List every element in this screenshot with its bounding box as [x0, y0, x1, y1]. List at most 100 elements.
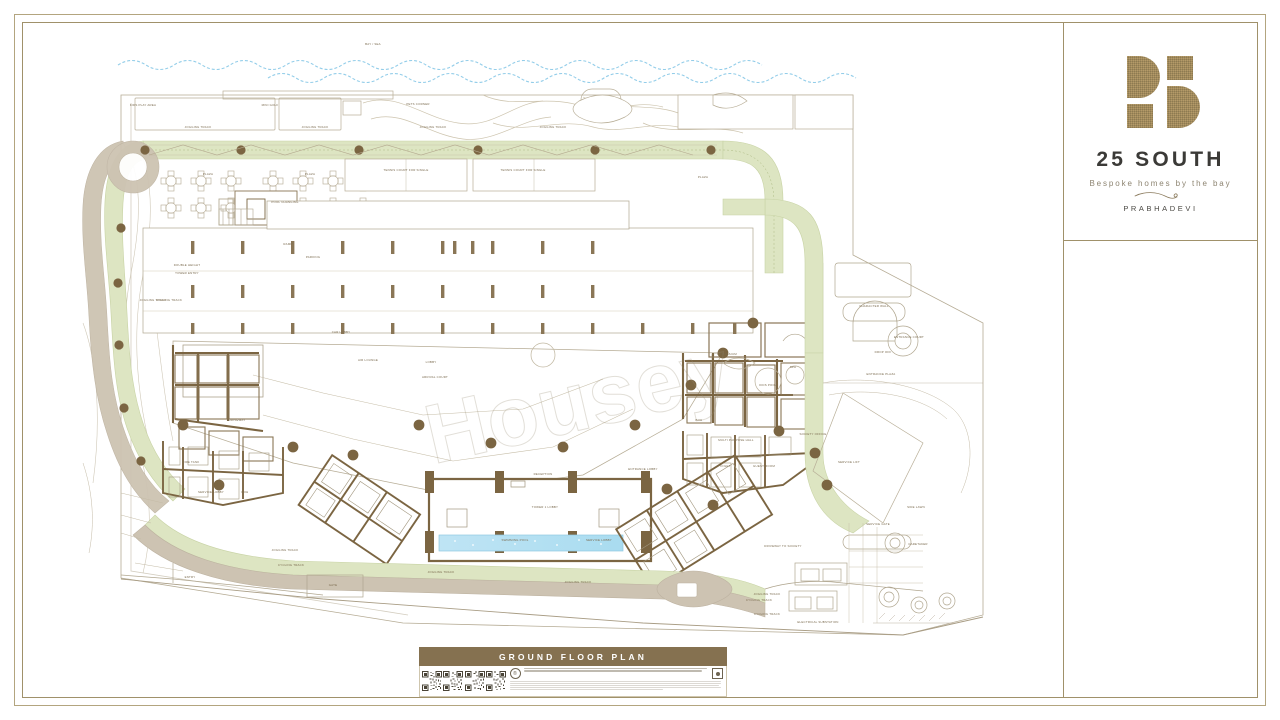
plan-label: RAMP [283, 242, 292, 246]
plan-label: SERVICE LOBBY [586, 538, 612, 542]
plan-label: BOH [242, 490, 249, 494]
brand-name: 25 SOUTH [1096, 147, 1225, 171]
plan-label: SIDE LAWN [907, 505, 925, 509]
plan-label: CYCLING TRACK [156, 298, 182, 302]
plan-label: POOL CHANGING [271, 200, 299, 204]
plan-label: ARRIVAL COURT [422, 375, 448, 379]
track-railing [148, 144, 717, 156]
parking-grid-lines [143, 270, 753, 312]
plan-label: CYCLING TRACK [754, 612, 780, 616]
panel-divider-vertical [1063, 22, 1064, 698]
plan-label: PLAZA [203, 172, 213, 176]
plan-label: TENNIS COURT FOR SINGLE [501, 168, 546, 172]
panel-divider-horizontal [1063, 240, 1258, 241]
title-block: GROUND FLOOR PLAN [419, 647, 727, 697]
qr-marker-icon[interactable] [712, 668, 723, 679]
flourish-divider-icon [1134, 191, 1178, 199]
plan-label: AIR LOUNGE [358, 358, 378, 362]
plan-label: TOWER 1 LOBBY [532, 505, 558, 509]
plan-label: SERVICE GATE [866, 522, 890, 526]
qr-code-icon[interactable] [421, 671, 442, 691]
plan-label: PLAZA [305, 172, 315, 176]
cycling-pod [656, 570, 733, 608]
plan-label: GATE [329, 583, 338, 587]
sheet-border-outer [14, 14, 1266, 706]
qr-code-icon[interactable] [464, 671, 485, 691]
arrival-paving [822, 379, 971, 494]
plan-label: GYMNASIUM [717, 352, 737, 356]
plan-label: TOILET [719, 464, 730, 468]
plan-label: KIDS POOL [759, 383, 777, 387]
wing-southwest-fittings [305, 463, 413, 535]
qr-code-icon[interactable] [443, 671, 463, 691]
plan-label: JOGGING TRACK [754, 592, 781, 596]
structural-column-dots [177, 317, 833, 511]
plan-label: JOGGING TRACK [140, 298, 167, 302]
qr-code-group [420, 666, 508, 696]
plan-label: TOWER ENTRY [175, 271, 199, 275]
plan-label: MINI GOLF [262, 103, 279, 107]
gate-and-boundary [120, 563, 364, 598]
vehicle-ramp [218, 208, 254, 226]
wing-left-rooms [174, 354, 274, 462]
wing-right-fittings [686, 434, 792, 488]
site-boundary [120, 94, 984, 636]
plan-label: CYCLING TRACK [278, 563, 304, 567]
plan-label: BAY / SEA [365, 42, 381, 46]
rera-line: ® [509, 668, 723, 679]
plan-label: SERVICE LOBBY [198, 490, 224, 494]
plan-label: JOGGING TRACK [185, 125, 212, 129]
diamond-lawn [812, 392, 924, 524]
qr-code-icon[interactable] [486, 671, 506, 691]
plan-label: CARETAKER [908, 542, 927, 546]
plan-label: SWIMMING POOL [501, 538, 528, 542]
plan-label: CAR LOBBY [332, 330, 351, 334]
brand-panel: 25 SOUTH Bespoke homes by the bay PRABHA… [1064, 23, 1257, 239]
plan-title: GROUND FLOOR PLAN [419, 647, 727, 666]
wing-left-fittings [168, 446, 270, 500]
plan-label: DOUBLE HEIGHT [174, 263, 200, 267]
sheet-border-inner [22, 22, 1258, 698]
plan-label: ENTRY [185, 575, 196, 579]
wing-left-lower [162, 441, 284, 506]
mini-golf-shape [572, 92, 748, 124]
plan-label: ELECTRICAL SUBSTATION [797, 620, 838, 624]
plan-label: MULTI PURPOSE HALL [718, 438, 754, 442]
plan-label: SOCIETY OFFICE [799, 432, 826, 436]
plan-label: PLAZA [698, 175, 708, 179]
plan-label: PETS CORNER [406, 102, 429, 106]
plan-label: JOGGING TRACK [420, 125, 447, 129]
service-grid-lines [848, 523, 923, 623]
site-misc-lines [82, 462, 184, 572]
parking-columns [191, 241, 737, 334]
side-lawn-green [804, 352, 870, 534]
lobby-furniture [446, 480, 620, 528]
plan-label: DROP OFF [875, 350, 892, 354]
plan-label: DRIVEWAY [229, 418, 246, 422]
wing-southeast [614, 453, 774, 591]
plan-label: DRIVEWAY TO SOCIETY [764, 544, 801, 548]
plan-label: ENTRANCE LOBBY [628, 467, 657, 471]
rera-seal-icon: ® [509, 668, 521, 679]
plan-label: SPA [790, 365, 796, 369]
plan-label: RECEPTION [534, 472, 553, 476]
plan-label: LOBBY [426, 360, 437, 364]
plan-label: CHARACTER WALL [859, 304, 889, 308]
plan-label: JOGGING TRACK [540, 125, 567, 129]
brand-location: PRABHADEVI [1123, 203, 1198, 213]
plan-label: FIRE TANK [183, 460, 200, 464]
parking-bay-ticks [873, 612, 953, 624]
spa-pool-shapes [722, 357, 805, 395]
legal-text-area: ® [508, 666, 727, 696]
plan-label: GUEST ROOM [753, 464, 775, 468]
25-monogram-logo [1126, 55, 1200, 128]
cycling-track-lower [132, 524, 766, 618]
boundary-wall-south [120, 578, 984, 636]
plan-label: TENNIS COURT FOR SINGLE [384, 168, 429, 172]
wing-left-walls [171, 345, 264, 433]
parking-podium [142, 200, 754, 334]
brand-tagline: Bespoke homes by the bay [1089, 178, 1232, 188]
